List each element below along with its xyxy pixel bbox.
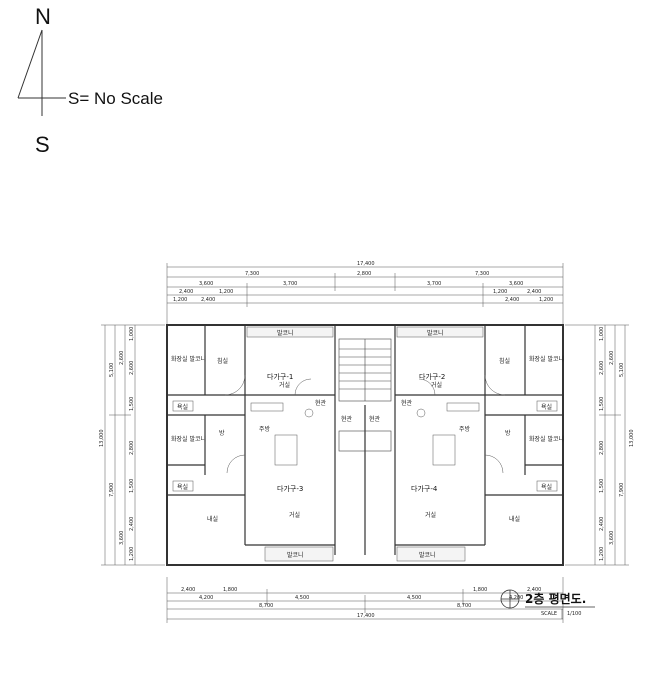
dim-right-e5: 1,500 [599, 479, 605, 493]
dim-bottom-a3: 1,800 [473, 587, 487, 593]
dim-left-total: 13,000 [99, 430, 105, 448]
dim-top-l4b: 2,400 [201, 297, 215, 303]
unit-label-1-sub: 거실 [279, 381, 290, 389]
unit-label-2-sub: 거실 [431, 381, 442, 389]
dim-bottom-b2: 4,500 [295, 595, 309, 601]
room-entry-mid-left: 현관 [341, 415, 353, 423]
dim-top-l3b: 1,200 [219, 289, 233, 295]
dim-right-total: 13,000 [629, 430, 635, 448]
floor-plan: 17,400 7,300 2,800 7,300 3,600 3,700 3,7… [99, 261, 635, 623]
dim-right-d2: 7,900 [619, 483, 625, 497]
room-entry-mid-right: 현관 [369, 415, 381, 423]
room-kitchen-right: 주방 [459, 425, 471, 433]
dim-top-l2: 3,700 [283, 281, 297, 287]
room-bath-left-2: 욕실 [177, 483, 188, 491]
dim-right-e6: 2,400 [599, 517, 605, 531]
dim-right-e1: 1,000 [599, 327, 605, 341]
dim-left-d2: 7,900 [109, 483, 115, 497]
dim-bottom-b3: 4,500 [407, 595, 421, 601]
room-bedroom-left-1: 침실 [217, 357, 228, 365]
dim-right-f1: 2,600 [609, 351, 615, 365]
dim-top-right-half: 7,300 [475, 271, 489, 277]
unit-label-3: 다가구-3 [277, 484, 303, 493]
dim-top-left-half: 7,300 [245, 271, 259, 277]
dim-left-e6: 2,400 [129, 517, 135, 531]
dim-bottom-c2: 8,700 [457, 603, 471, 609]
dim-top-overall: 17,400 [357, 261, 375, 267]
dim-bottom-overall: 17,400 [357, 613, 375, 619]
room-wardrobe-left-1: 화장실 발코니 [171, 355, 206, 363]
room-wardrobe-right-2: 화장실 발코니 [529, 435, 564, 443]
north-arrow-legend: N S= No Scale S [17, 4, 163, 157]
room-balcony-bottom-right: 발코니 [419, 551, 436, 559]
room-inner-left: 내실 [207, 515, 218, 523]
dim-right-e3: 1,500 [599, 397, 605, 411]
room-bath-right-2: 욕실 [541, 483, 552, 491]
room-wardrobe-left-2: 화장실 발코니 [171, 435, 206, 443]
room-balcony-top-left: 발코니 [277, 329, 294, 337]
dim-top-r1: 3,600 [509, 281, 523, 287]
room-entry-right: 현관 [401, 399, 413, 407]
dim-bottom-a1: 2,400 [181, 587, 195, 593]
dim-left-f1: 2,600 [119, 351, 125, 365]
dim-top-r4a: 2,400 [505, 297, 519, 303]
unit-label-3-sub: 거실 [289, 511, 300, 519]
dim-top-r4b: 1,200 [539, 297, 553, 303]
dim-bottom-a4: 2,400 [527, 587, 541, 593]
dim-right-e7: 1,200 [599, 547, 605, 561]
unit-label-2: 다가구-2 [419, 372, 445, 381]
unit-label-4: 다가구-4 [411, 484, 438, 493]
room-inner-right: 내실 [509, 515, 520, 523]
dim-left-e2: 2,600 [129, 361, 135, 375]
dim-left-e3: 1,500 [129, 397, 135, 411]
scale-note: S= No Scale [68, 89, 163, 108]
dim-top-l3a: 2,400 [179, 289, 193, 295]
room-bed-right: 방 [505, 429, 511, 437]
dim-bottom-c1: 8,700 [259, 603, 273, 609]
dim-bottom-b4: 4,200 [509, 595, 523, 601]
south-label: S [35, 132, 50, 157]
dim-top-core: 2,800 [357, 271, 371, 277]
room-balcony-top-right: 발코니 [427, 329, 444, 337]
room-wardrobe-right-1: 화장실 발코니 [529, 355, 564, 363]
dim-right-f2: 3,600 [609, 531, 615, 545]
north-label: N [35, 4, 51, 29]
dim-left-e4: 2,800 [129, 441, 135, 455]
dim-bottom-b1: 4,200 [199, 595, 213, 601]
dim-left-e1: 1,000 [129, 327, 135, 341]
dim-right-e2: 2,600 [599, 361, 605, 375]
north-arrow-icon [17, 29, 66, 116]
unit-label-4-sub: 거실 [425, 511, 436, 519]
dim-top-r3b: 2,400 [527, 289, 541, 295]
dim-right-d1: 5,100 [619, 363, 625, 377]
dim-left-e7: 1,200 [129, 547, 135, 561]
room-balcony-bottom-left: 발코니 [287, 551, 304, 559]
scale-label: SCALE [541, 611, 557, 617]
room-bedroom-right-1: 침실 [499, 357, 510, 365]
unit-label-1: 다가구-1 [267, 372, 293, 381]
plan-title: 2층 평면도. [525, 591, 586, 606]
dim-left-f2: 3,600 [119, 531, 125, 545]
dim-top-l1: 3,600 [199, 281, 213, 287]
room-bed-left: 방 [219, 429, 225, 437]
room-bath-right-1: 욕실 [541, 403, 552, 411]
dim-top-r2: 3,700 [427, 281, 441, 287]
dim-bottom-a2: 1,800 [223, 587, 237, 593]
room-entry-left: 현관 [315, 399, 327, 407]
dim-left-d1: 5,100 [109, 363, 115, 377]
room-bath-left-1: 욕실 [177, 403, 188, 411]
dim-right-e4: 2,800 [599, 441, 605, 455]
section-symbol-icon [500, 589, 520, 609]
room-kitchen-left: 주방 [259, 425, 271, 433]
dim-top-l4a: 1,200 [173, 297, 187, 303]
scale-value: 1/100 [567, 611, 581, 617]
dim-left-e5: 1,500 [129, 479, 135, 493]
dim-top-r3a: 1,200 [493, 289, 507, 295]
